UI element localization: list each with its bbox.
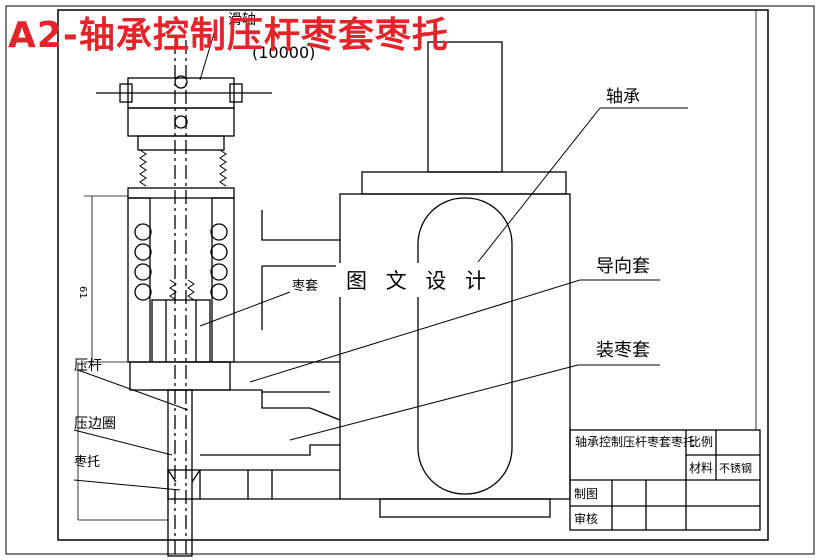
outer-frame [5,5,815,555]
watermark-text: 图 文 设 计 [336,263,503,297]
tb-name: 轴承控制压杆枣套枣托 [575,434,695,449]
title-block [569,10,761,531]
label-yabianquan: 压边圈 [74,416,116,432]
dim-61: 61 [77,286,88,299]
label-zaotao: 枣套 [292,278,318,294]
label-zhoucheng: 轴承 [606,87,640,107]
tb-drawn: 制图 [574,487,598,501]
tb-checked: 审核 [574,511,598,526]
tb-material-value: 不锈钢 [719,462,752,475]
leader-lines [73,29,688,491]
label-daoxiangtao: 导向套 [596,256,650,277]
annotations: 滑轴 (10000) 轴承 导向套 装枣套 枣套 压杆 压边圈 枣托 61 轴承… [74,11,752,526]
bearing-balls [134,75,228,301]
label-runzhou: 滑轴 [228,11,256,28]
zaotao-parts [150,210,341,500]
bearing-press-assembly [96,40,272,557]
springs [139,149,227,301]
label-count: (10000) [252,43,315,62]
tb-material: 材料 [689,461,713,475]
label-zaotuo: 枣托 [74,455,100,470]
page-title: A2-轴承控制压杆枣套枣托 [8,15,449,56]
guide-sleeve-body [339,41,571,518]
label-yagan: 压杆 [74,358,102,374]
tb-scale: 比例 [689,435,713,449]
dimension-61 [77,195,168,521]
inner-frame [57,9,769,541]
label-zhuangzaotao: 装枣套 [596,340,650,361]
